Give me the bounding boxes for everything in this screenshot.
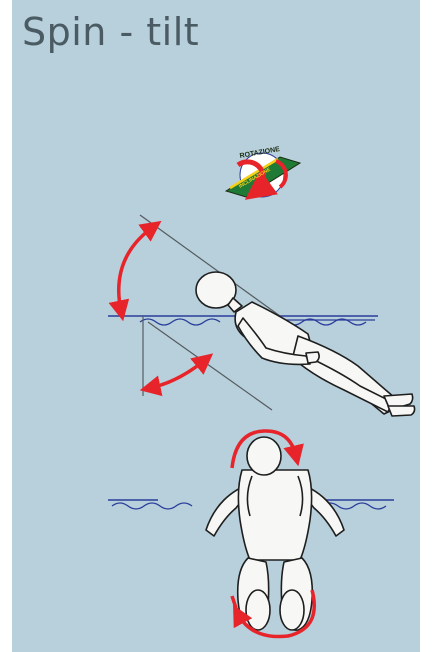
tilt-figure [108, 215, 415, 416]
rotation-badge-icon: ROTAZIONE INCLINAZIONE [226, 146, 300, 197]
spin-figure [108, 431, 394, 637]
tilt-arrow-icon [119, 227, 153, 311]
spinning-swimmer [206, 437, 344, 630]
tilted-swimmer [196, 272, 415, 416]
depth-arrow-icon [150, 360, 205, 388]
